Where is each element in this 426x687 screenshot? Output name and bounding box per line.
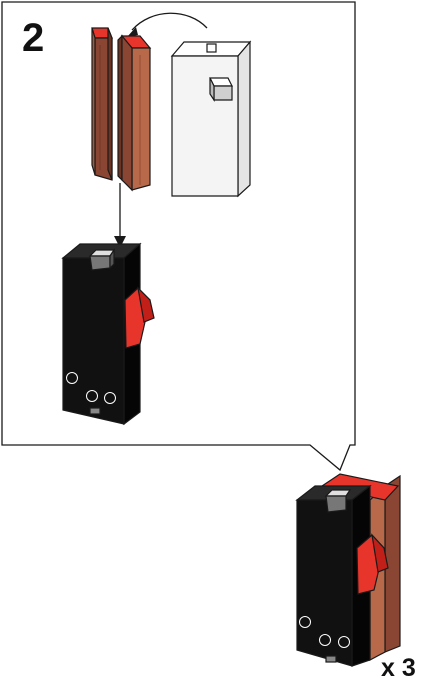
assembled-module-icon <box>295 473 401 667</box>
curved-arrow-icon <box>127 12 208 37</box>
down-arrow-icon <box>114 183 126 248</box>
quantity-label: x 3 <box>381 654 416 682</box>
switch-module-icon <box>61 242 155 426</box>
white-cover-part-icon <box>170 40 252 198</box>
brown-clip-part-icon <box>91 27 152 192</box>
step-number: 2 <box>22 16 45 60</box>
